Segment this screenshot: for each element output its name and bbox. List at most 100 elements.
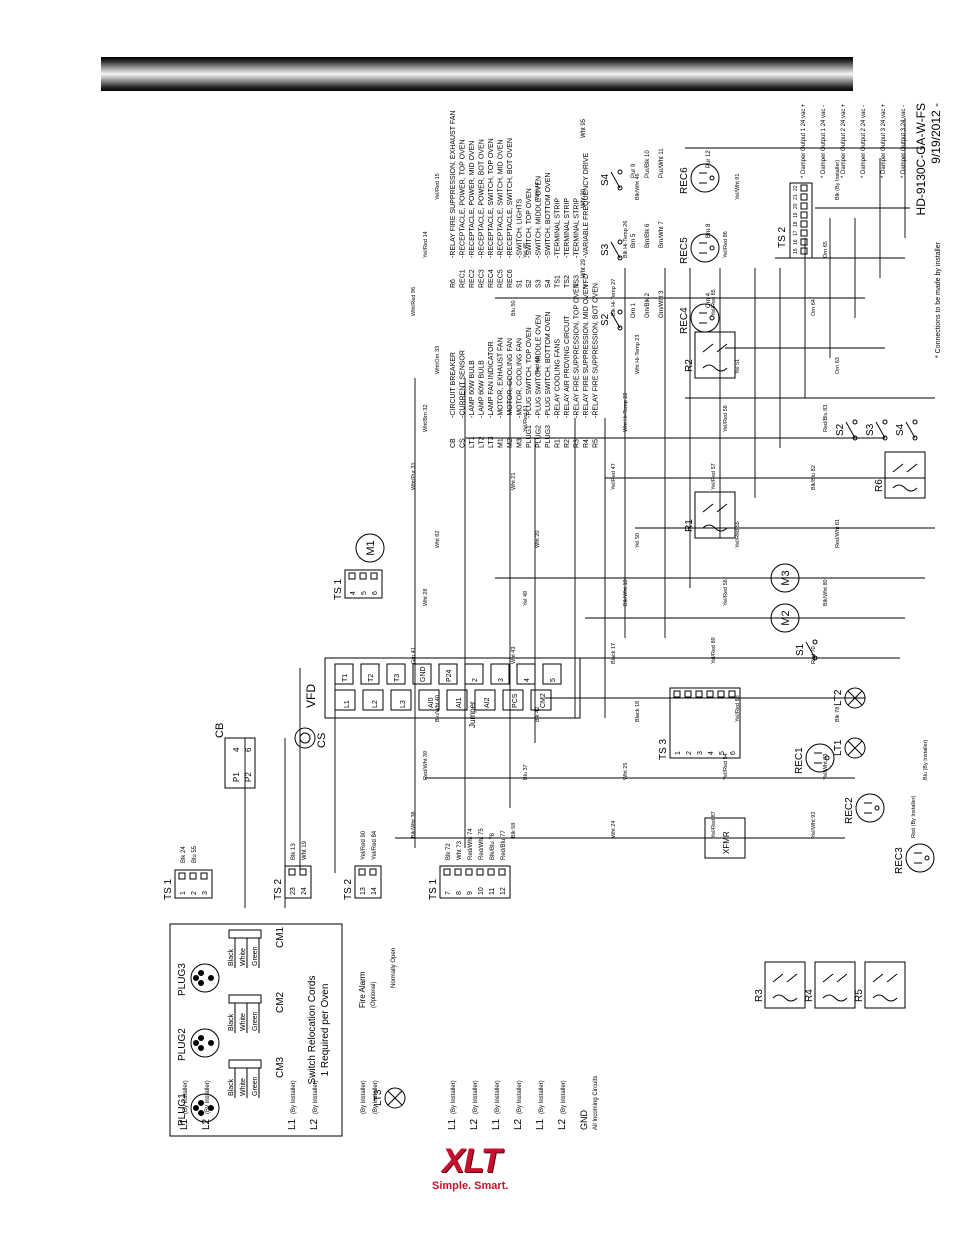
- wire-label: Red 45: [535, 356, 541, 374]
- terminal-number: 10: [478, 887, 485, 895]
- wire-label: Blk/Blu 76: [490, 832, 496, 860]
- motor-label: M3: [780, 570, 792, 585]
- switch-lever: [610, 171, 621, 189]
- receptacle-icon: [690, 233, 720, 263]
- receptacle-icon: [690, 163, 720, 193]
- damper-label: * Damper Output 2 24 vac -: [861, 105, 867, 178]
- pin-icon: [198, 1045, 204, 1051]
- wire-label: Yel 51: [735, 359, 741, 374]
- receptacle-label: REC5: [679, 237, 690, 264]
- terminal-strip-title: TS 2: [273, 878, 284, 900]
- relay-coil: [892, 484, 918, 492]
- legend-value: -LAMP FAN INDICATOR: [488, 341, 495, 418]
- wire-label: Brn 8: [706, 223, 712, 238]
- damper-label: * Damper Output 1 24 vac +: [801, 103, 807, 178]
- wire-label: Blk 72: [446, 843, 452, 860]
- wire-label: Wht/Orn 33: [435, 346, 441, 374]
- terminal-number: 2: [191, 891, 198, 895]
- vfd-terminal: [502, 689, 524, 711]
- installer-label: (By Installer): [539, 1080, 545, 1114]
- switch-terminal: [852, 419, 858, 425]
- lamp-icon: [384, 1087, 406, 1109]
- wire-label: Yel/Red 87: [711, 811, 717, 838]
- switch-stack: S2: [600, 309, 623, 331]
- relay-body: [694, 331, 736, 379]
- terminal-square: [178, 872, 186, 880]
- receptacle-icon: [805, 743, 835, 773]
- wire-label: Blk 42: [535, 707, 541, 722]
- lamp-label: LT2: [833, 689, 844, 706]
- vfd-terminal: [464, 663, 484, 685]
- receptacle-label: REC1: [794, 747, 805, 774]
- wire-label: Blk/Wht 80: [823, 579, 829, 606]
- wire-label: Wht/Pur 31: [411, 462, 417, 490]
- legend-key: R1: [555, 439, 562, 448]
- wire-label: Red 70: [811, 646, 817, 664]
- terminal-strip-title: TS 2: [777, 226, 788, 248]
- vfd-terminal-label: L2: [372, 700, 379, 708]
- line-label: L2: [309, 1118, 320, 1130]
- lamp-icon: [844, 737, 866, 759]
- wire-label: Red/Blu 83: [823, 405, 829, 432]
- wire-label: Yel/Red 47: [611, 463, 617, 490]
- terminal-number: 21: [793, 194, 799, 200]
- receptacle-slots: [699, 242, 707, 254]
- relay-label: R1: [684, 519, 695, 532]
- lamp-lt2: LT2: [833, 687, 866, 709]
- current-sensor: CS: [294, 727, 328, 749]
- switch-lever: [875, 421, 886, 439]
- relay-body: [884, 451, 926, 499]
- switch-terminal: [882, 435, 888, 441]
- wire-label: Yel/Red 56: [723, 579, 729, 606]
- installer-label: (By Installer): [291, 1080, 297, 1114]
- lamp-cross: [847, 690, 863, 706]
- wire-label: Red/Blu 77: [501, 830, 507, 860]
- normally-open-label: Normally Open: [391, 948, 397, 988]
- line-label: L2: [513, 1118, 524, 1130]
- receptacle-rec1: REC1: [794, 743, 835, 774]
- transformer: XFMR: [704, 817, 746, 859]
- legend-key: M3: [517, 438, 524, 448]
- terminal-number: 20: [793, 203, 799, 209]
- terminal-square: [695, 690, 703, 698]
- legend-key: REC4: [488, 269, 495, 288]
- receptacle-ground: [874, 805, 880, 811]
- terminal-square: [684, 690, 692, 698]
- drawing-date: 9/19/2012 -: [929, 103, 943, 164]
- vfd-terminal-label: 2: [472, 678, 479, 682]
- vfd-terminal-label: 4: [524, 678, 531, 682]
- terminal-number: 5: [361, 591, 368, 595]
- terminal-square: [487, 868, 495, 876]
- terminal-number: 3: [202, 891, 209, 895]
- switch-lever: [905, 421, 916, 439]
- breaker-pin: P1: [232, 772, 241, 782]
- cord-label: CM1: [275, 926, 286, 948]
- motor-icon: [355, 533, 385, 563]
- wire-label: Yel 48: [523, 243, 529, 258]
- terminal-number: 12: [500, 887, 507, 895]
- vfd-terminal: [390, 689, 412, 711]
- switch-damper-s4: S4: [895, 419, 918, 441]
- installer-label: (By Installer): [561, 1080, 567, 1114]
- relocation-title: Switch Relocation Cords: [307, 976, 318, 1085]
- receptacle-switch: REC5: [679, 233, 720, 264]
- switch-terminal: [812, 655, 818, 661]
- vfd-terminal-label: L3: [400, 700, 407, 708]
- terminal-square: [800, 211, 808, 219]
- receptacle-slots: [814, 752, 822, 764]
- receptacle-ground: [709, 315, 715, 321]
- vfd-body: [324, 657, 581, 719]
- receptacle-switch: REC4: [679, 303, 720, 334]
- wire-label: Orn 1: [631, 302, 637, 318]
- plug-icon: [190, 1093, 220, 1123]
- receptacle-rec3: REC3: [894, 843, 935, 874]
- wire-label: Wht Hi-Temp 22: [623, 393, 629, 432]
- legend-key: REC1: [460, 269, 467, 288]
- vfd-terminal-label: T2: [368, 674, 375, 682]
- terminal-square: [299, 868, 307, 876]
